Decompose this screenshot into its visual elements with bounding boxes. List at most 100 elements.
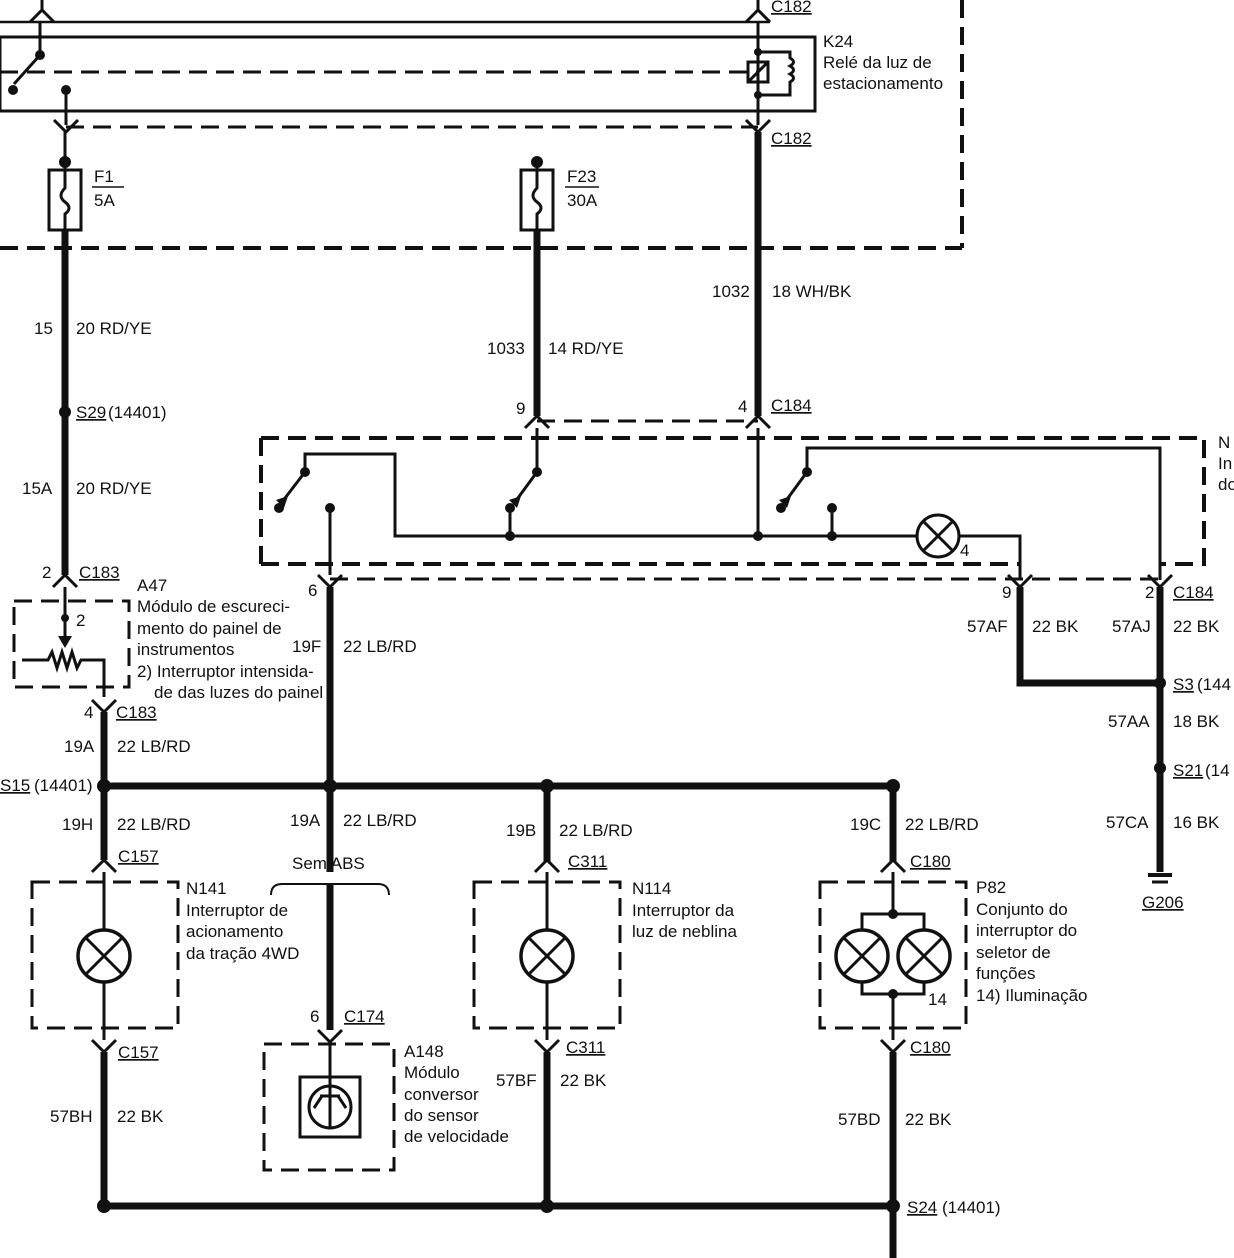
wire-15-circuit: 15 — [34, 319, 53, 338]
module-n-line3: do — [1218, 475, 1234, 494]
wire-57bd-spec: 22 BK — [905, 1110, 952, 1129]
fuse-box-outline — [0, 0, 964, 250]
a148-line1: Módulo — [404, 1063, 460, 1082]
fuse-icon — [59, 170, 71, 230]
wire-57af — [1016, 587, 1160, 687]
a148-line4: de velocidade — [404, 1127, 509, 1146]
a47-pin-2-inner: 2 — [76, 611, 85, 630]
fuse-f23: F23 30A — [519, 156, 599, 232]
wire-19f-circuit: 19F — [292, 637, 321, 656]
splice-s21 — [1154, 762, 1166, 774]
p82-line4: funções — [976, 964, 1036, 983]
p82-line3: seletor de — [976, 943, 1051, 962]
c184-label-top: C184 — [771, 396, 812, 415]
pin-2b: 2 — [1145, 583, 1154, 602]
pin-4: 4 — [738, 397, 747, 416]
splice-s3-part: (144 — [1197, 675, 1231, 694]
splice-s3 — [1154, 677, 1166, 689]
relay-coil-icon — [746, 60, 770, 84]
wire-1033-spec: 14 RD/YE — [548, 339, 624, 358]
n114-line2: luz de neblina — [632, 922, 737, 941]
splice-s24 — [886, 1199, 900, 1213]
fuse-icon — [531, 170, 543, 230]
wire-19a-circuit: 19A — [64, 737, 95, 756]
wire-1032-circuit: 1032 — [712, 282, 750, 301]
sem-abs-label: Sem ABS — [292, 854, 365, 873]
wire-19f-spec: 22 LB/RD — [343, 637, 417, 656]
wire-19c-spec: 22 LB/RD — [905, 815, 979, 834]
c183-label-bottom: C183 — [116, 703, 157, 722]
relay-desc-2: estacionamento — [823, 74, 943, 93]
c157-label-top: C157 — [118, 847, 159, 866]
a148-id: A148 — [404, 1042, 444, 1061]
relay-k24: K24 Relé da luz de estacionamento — [0, 22, 943, 125]
connector-c184-bottom: 6 9 2 C184 — [308, 573, 1214, 602]
splice-s21-part: (14 — [1205, 761, 1230, 780]
n114-line1: Interruptor da — [632, 901, 735, 920]
pin-6b: 6 — [310, 1007, 319, 1026]
splice-s15-id: S15 — [0, 776, 30, 795]
wire-57aj-circuit: 57AJ — [1112, 617, 1151, 636]
splice-s29-id: S29 — [76, 403, 106, 422]
module-p82: C180 14 C180 P82 Conjunto do interruptor… — [818, 852, 1088, 1057]
wire-19a-spec: 22 LB/RD — [117, 737, 191, 756]
c174-label: C174 — [344, 1007, 385, 1026]
wire-19b-circuit: 19B — [506, 821, 536, 840]
fuse-f1: F1 5A — [47, 132, 124, 232]
wire-57bd-circuit: 57BD — [838, 1110, 881, 1129]
wire-19b-spec: 22 LB/RD — [559, 821, 633, 840]
a47-pin-4: 4 — [84, 703, 93, 722]
wire-15a-spec: 20 RD/YE — [76, 479, 152, 498]
a148-line2: conversor — [404, 1085, 479, 1104]
c157-label-bottom: C157 — [118, 1043, 159, 1062]
splice-s24-part: (14401) — [942, 1198, 1001, 1217]
a148-line3: do sensor — [404, 1106, 479, 1125]
p82-line5: 14) Iluminação — [976, 986, 1088, 1005]
n141-line2: acionamento — [186, 922, 283, 941]
wire-57bh-circuit: 57BH — [50, 1107, 93, 1126]
splice-s29-part: (14401) — [108, 403, 167, 422]
c311-label-bottom: C311 — [566, 1038, 605, 1057]
relay-id: K24 — [823, 32, 853, 51]
c182-label-bottom: C182 — [771, 129, 812, 148]
splice-s24-id: S24 — [907, 1198, 937, 1217]
module-n-line2: In — [1218, 454, 1232, 473]
wire-19a-mid-circuit: 19A — [290, 811, 321, 830]
splice-s3-id: S3 — [1173, 675, 1194, 694]
module-a148: 6 C174 A148 Módulo conversor do sensor d… — [262, 1007, 509, 1172]
wire-57aj-spec: 22 BK — [1173, 617, 1220, 636]
module-a47: 2 C183 2 4 C183 A47 Módulo de escureci- … — [12, 563, 323, 722]
pin-6: 6 — [308, 581, 317, 600]
c311-label-top: C311 — [568, 852, 607, 871]
module-n114: C311 C311 N114 Interruptor da luz de neb… — [472, 852, 737, 1057]
n114-id: N114 — [632, 879, 671, 898]
fuse-f23-id: F23 — [567, 167, 596, 186]
a47-id: A47 — [137, 576, 167, 595]
a47-line3: instrumentos — [137, 640, 234, 659]
wire-15-spec: 20 RD/YE — [76, 319, 152, 338]
c183-label-top: C183 — [79, 563, 120, 582]
fuse-f1-rating: 5A — [94, 191, 115, 210]
wire-1032-spec: 18 WH/BK — [772, 282, 852, 301]
wire-57aa-circuit: 57AA — [1108, 712, 1150, 731]
module-n-line1: N — [1218, 433, 1230, 452]
wire-1033-circuit: 1033 — [487, 339, 525, 358]
p82-id: P82 — [976, 878, 1006, 897]
relay-desc-1: Relé da luz de — [823, 53, 932, 72]
a47-line2: mento do painel de — [137, 619, 282, 638]
a47-line1: Módulo de escureci- — [137, 597, 290, 616]
lamp-pin-4: 4 — [960, 541, 969, 560]
connector-c184-top: 9 4 C184 — [516, 396, 812, 430]
n141-line1: Interruptor de — [186, 901, 288, 920]
wire-57af-circuit: 57AF — [967, 617, 1008, 636]
pin-9b: 9 — [1002, 583, 1011, 602]
p82-pin-14: 14 — [928, 990, 947, 1009]
module-n141: C157 C157 N141 Interruptor de acionament… — [30, 847, 299, 1062]
module-n-switches: 4 — [274, 428, 1162, 580]
resistor-icon — [22, 646, 106, 697]
wire-57bh-spec: 22 BK — [117, 1107, 164, 1126]
sem-abs-bracket: Sem ABS — [270, 854, 390, 1030]
a47-line4: 2) Interruptor intensida- — [137, 662, 314, 681]
wire-57bf-circuit: 57BF — [496, 1071, 537, 1090]
